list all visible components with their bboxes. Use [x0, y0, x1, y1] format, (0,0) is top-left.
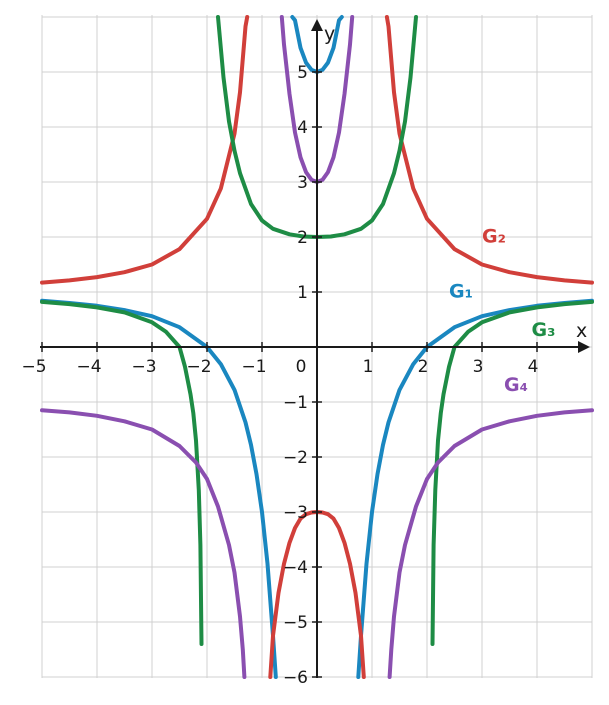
- x-axis-label: x: [576, 320, 587, 342]
- series-label: G₁: [449, 281, 473, 303]
- series-label: G₄: [504, 374, 528, 396]
- x-tick-label: −2: [186, 357, 211, 377]
- y-tick-label: −1: [283, 393, 308, 413]
- y-tick-label: 3: [297, 173, 308, 193]
- axes: [40, 19, 590, 678]
- x-axis-arrow: [578, 341, 590, 353]
- x-tick-label: −3: [131, 357, 156, 377]
- series-labels: G₁ G₂ G₃ G₄: [449, 226, 555, 397]
- x-tick-label: 0: [296, 357, 307, 377]
- series-label: G₃: [532, 319, 556, 341]
- y-tick-label: −3: [283, 503, 308, 523]
- y-tick-label: 1: [297, 283, 308, 303]
- x-tick-label: 2: [418, 357, 429, 377]
- y-tick-label: 2: [297, 228, 308, 248]
- y-tick-label: 4: [297, 118, 308, 138]
- y-tick-label: −4: [283, 558, 308, 578]
- y-tick-label: −5: [283, 613, 308, 633]
- y-tick-label: −6: [283, 668, 308, 688]
- x-tick-label: −5: [21, 357, 46, 377]
- y-axis-arrow: [311, 19, 323, 31]
- x-tick-label: −1: [241, 357, 266, 377]
- x-tick-label: 1: [363, 357, 374, 377]
- x-tick-label: 4: [528, 357, 539, 377]
- y-tick-label: 5: [297, 63, 308, 83]
- y-axis-label: y: [324, 23, 335, 45]
- tick-labels: −5 −4 −3 −2 −1 0 1 2 3 4 −6 −5 −4 −3 −2 −1 1 2 3 4 5 x y: [21, 23, 587, 688]
- x-tick-label: −4: [76, 357, 101, 377]
- curves: [40, 15, 594, 679]
- series-label: G₂: [482, 226, 506, 248]
- y-tick-label: −2: [283, 448, 308, 468]
- x-tick-label: 3: [473, 357, 484, 377]
